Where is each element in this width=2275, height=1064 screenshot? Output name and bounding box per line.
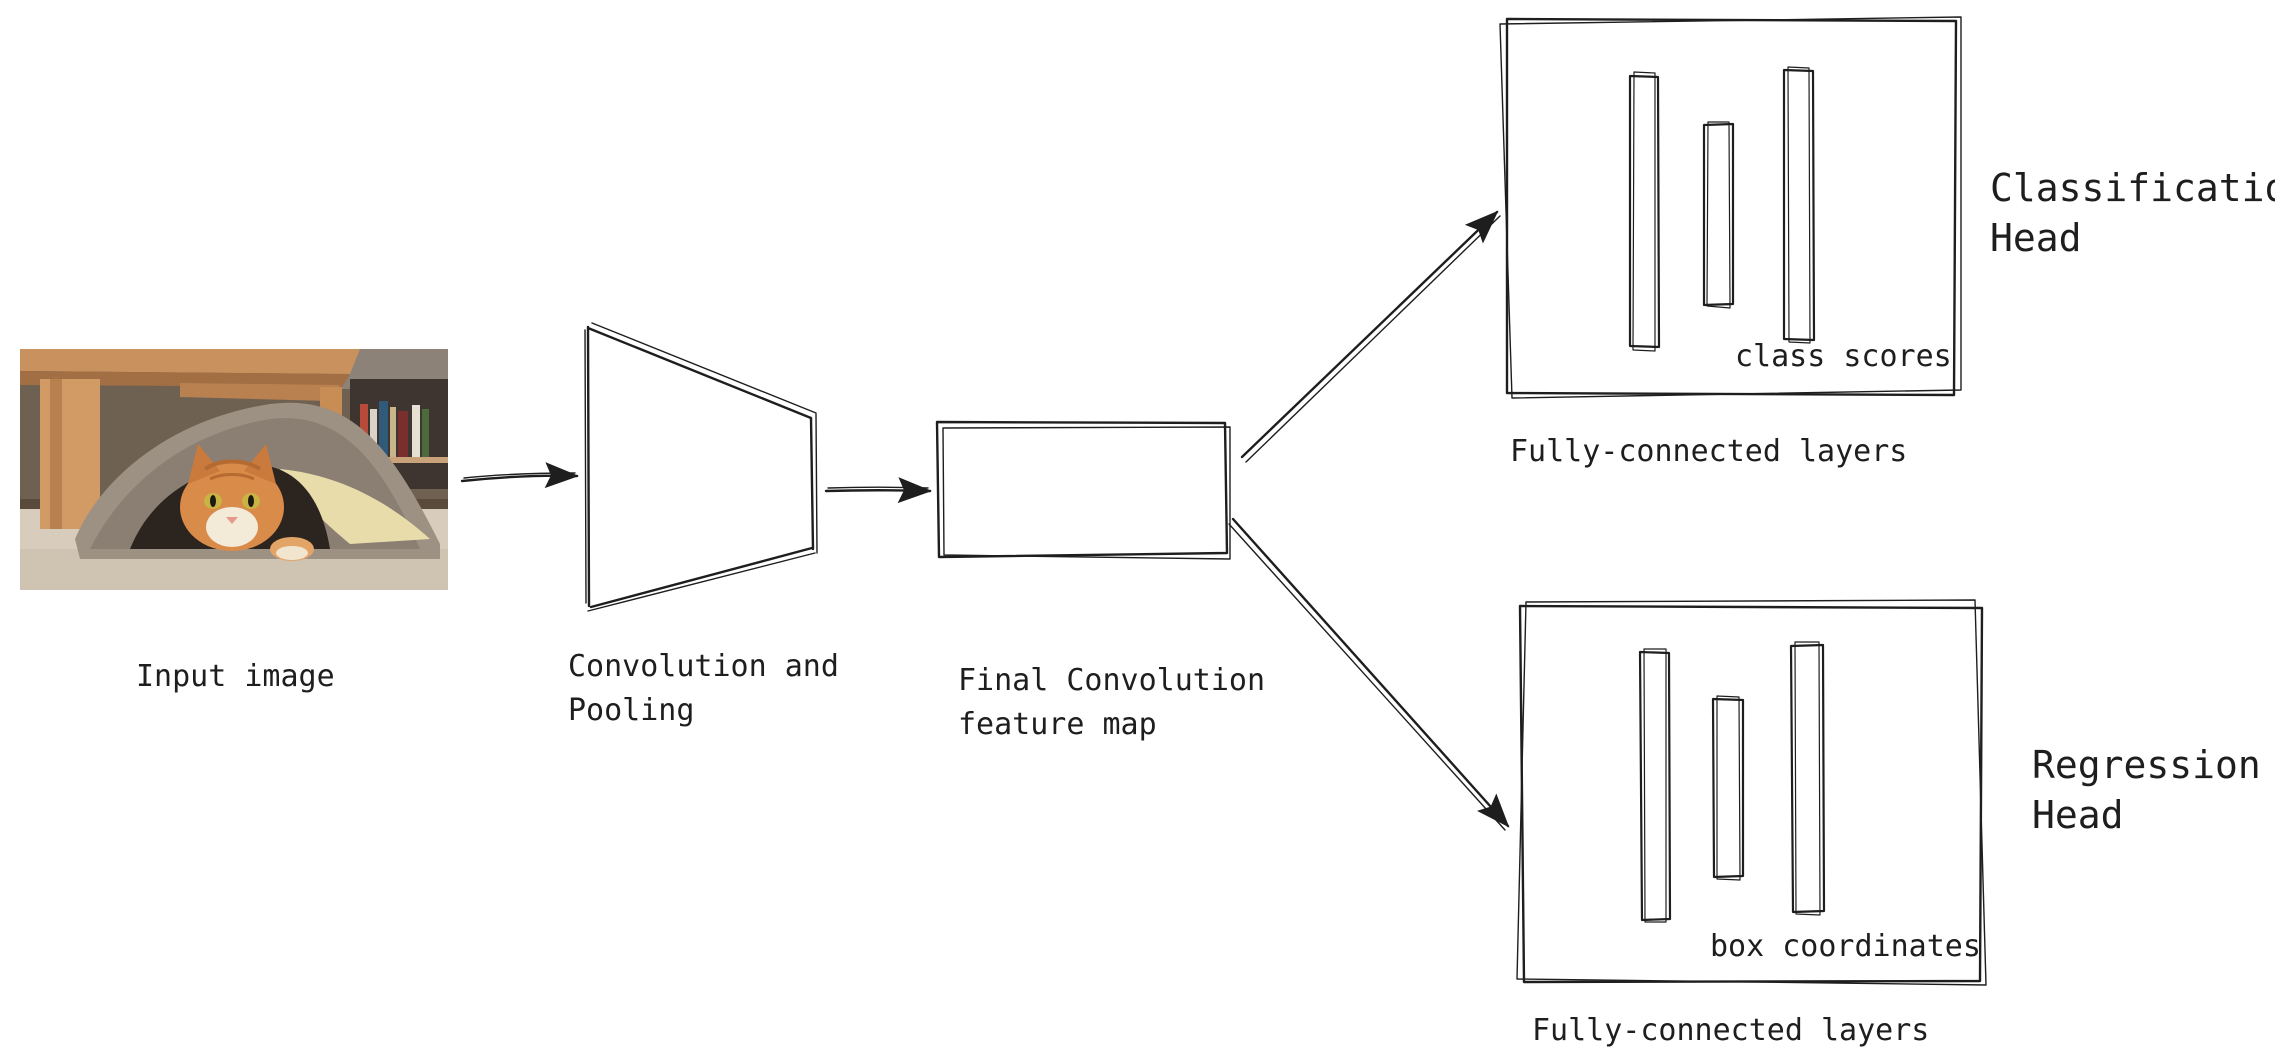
arrow-conv-to-featuremap [824,477,932,504]
final-conv-feature-map-box [935,420,1231,560]
arrow-to-regression [1228,517,1510,831]
class-scores-label: class scores [1735,339,1952,374]
box-coordinates-label: box coordinates [1710,929,1981,964]
classification-head-box [1499,16,1962,399]
conv-pooling-trapezoid [584,322,818,612]
arrow-image-to-conv [460,462,579,489]
classification-head-label: Classification Head [1990,166,2275,261]
fc-layers-bottom-label: Fully-connected layers [1532,1013,1930,1048]
regression-head-label: Regression Head [2032,743,2261,838]
regression-head-box [1516,599,1987,986]
input-image-photo [20,349,448,590]
final-conv-label: Final Convolution feature map [958,663,1266,742]
fc-layers-top-label: Fully-connected layers [1510,434,1908,469]
arrow-to-classification [1240,210,1501,463]
cat-photo-illustration [20,349,448,590]
conv-pooling-label: Convolution and Pooling [568,649,839,728]
input-image-label: Input image [136,659,335,694]
